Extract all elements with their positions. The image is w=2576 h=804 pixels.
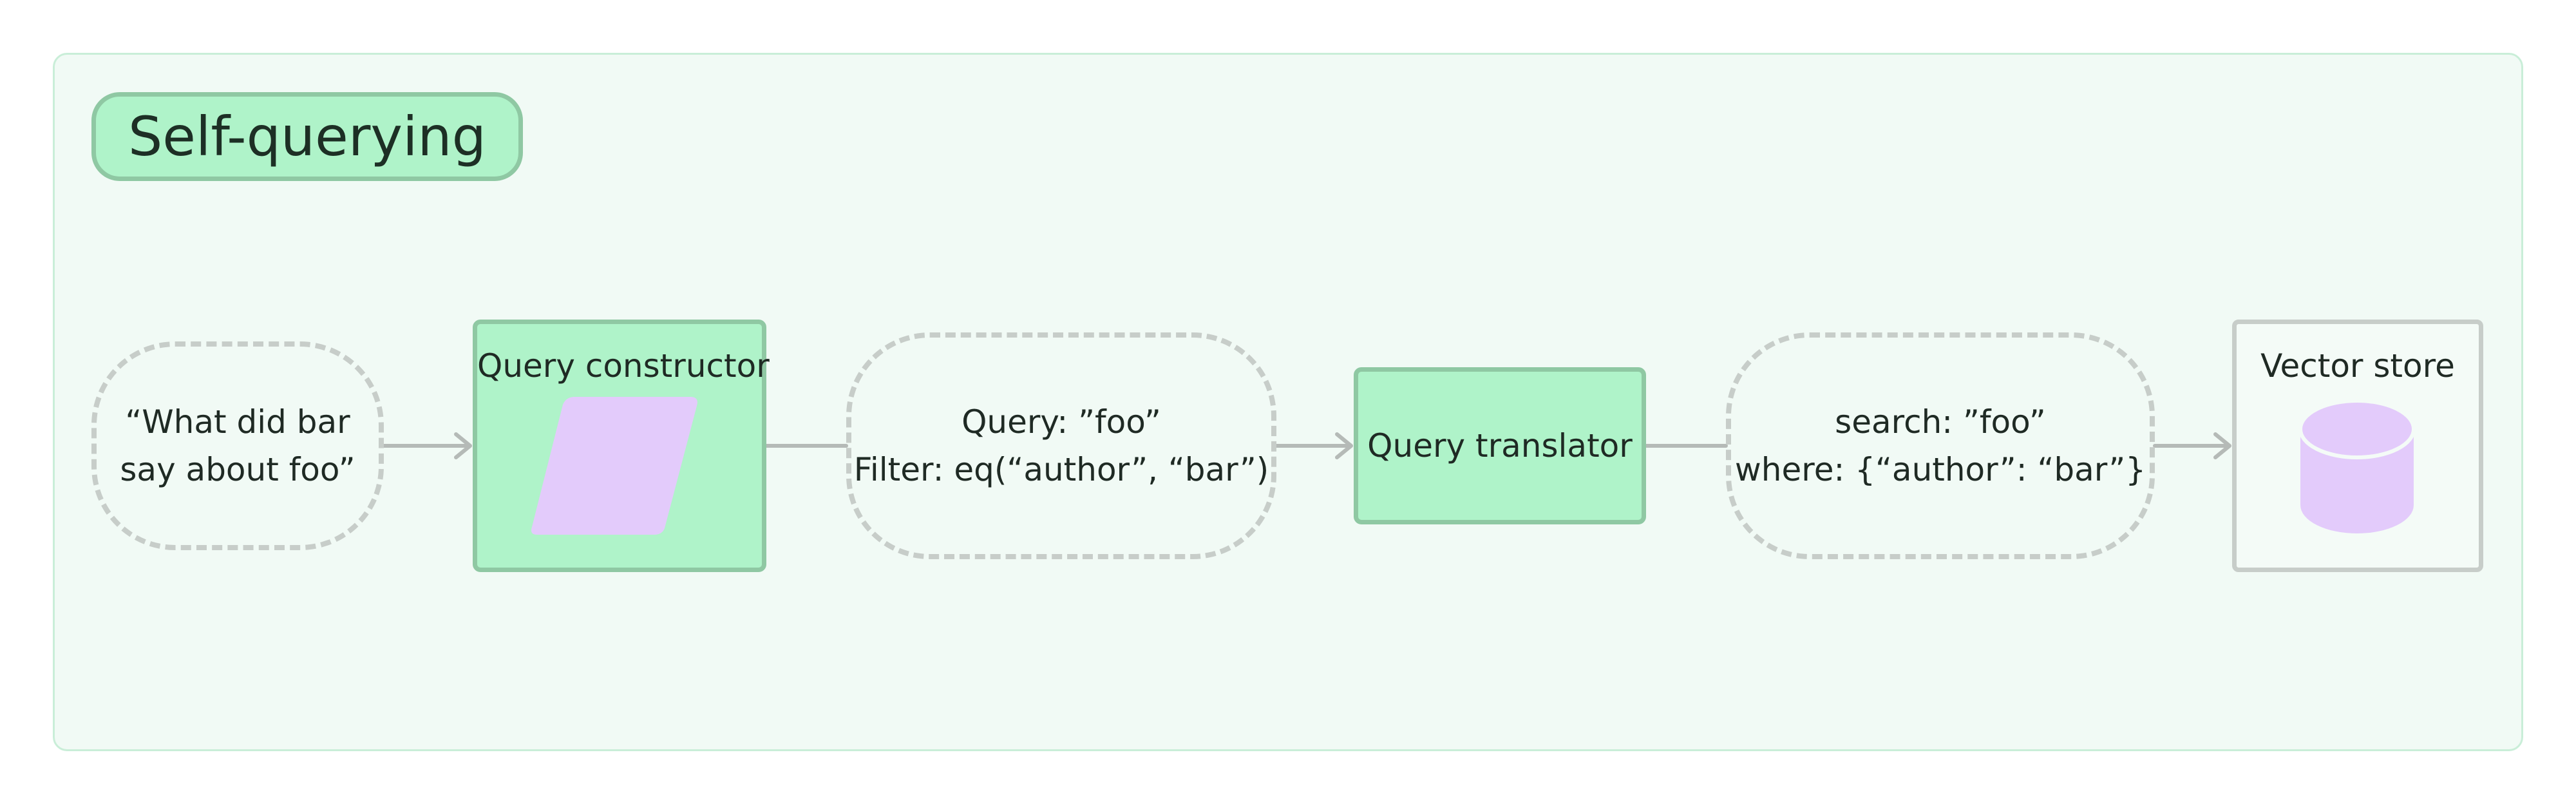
arrowhead-query-to-translator xyxy=(1335,432,1353,459)
query-translator-node: Query translator xyxy=(1354,367,1646,524)
structured-query-node: Query: ”foo” Filter: eq(“author”, “bar”) xyxy=(846,332,1276,559)
input-question-line-2: say about foo” xyxy=(120,451,355,488)
vector-store-label: Vector store xyxy=(2260,347,2455,385)
query-constructor-label: Query constructor xyxy=(477,347,770,385)
query-translator-label: Query translator xyxy=(1367,427,1633,464)
parallelogram-icon xyxy=(531,397,697,535)
query-constructor-node: Query constructor xyxy=(473,320,770,572)
translated-query-line-1: search: ”foo” xyxy=(1835,403,2046,441)
translated-query-node: search: ”foo” where: {“author”: “bar”} xyxy=(1726,332,2155,559)
diagram-title: Self-querying xyxy=(91,92,523,181)
input-question-line-1: “What did bar xyxy=(125,403,350,441)
structured-query-line-2: Filter: eq(“author”, “bar”) xyxy=(853,451,1269,488)
structured-query-line-1: Query: ”foo” xyxy=(961,403,1161,441)
input-question-node: “What did bar say about foo” xyxy=(91,341,384,550)
arrowhead-input-to-constructor xyxy=(454,432,472,459)
vector-store-node: Vector store xyxy=(2232,320,2483,572)
database-cylinder-icon xyxy=(2298,399,2416,533)
arrowhead-translated-to-store xyxy=(2213,432,2231,459)
translated-query-line-2: where: {“author”: “bar”} xyxy=(1734,451,2146,488)
